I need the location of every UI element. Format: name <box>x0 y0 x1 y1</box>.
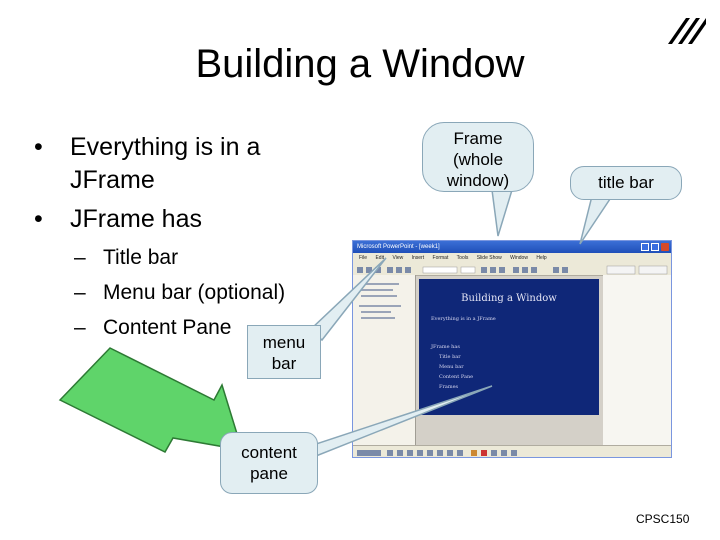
contentpane-callout-line: content <box>241 443 297 462</box>
contentpane-callout-line: pane <box>250 464 288 483</box>
logo-icon <box>666 14 708 48</box>
screenshot-slide-line: Menu bar <box>439 364 464 370</box>
maximize-icon <box>651 243 659 251</box>
screenshot-menu-bar: File Edit View Insert Format Tools Slide… <box>353 253 671 263</box>
menu-item: Help <box>536 255 547 261</box>
screenshot-slide-line: Everything is in a JFrame <box>431 316 496 322</box>
titlebar-callout-tail <box>579 195 614 245</box>
screenshot-slide-line: Frames <box>439 384 459 390</box>
screenshot-slide-line: Content Pane <box>439 374 474 380</box>
frame-callout-line: Frame <box>453 129 503 148</box>
screenshot-toolbar <box>353 263 671 276</box>
screenshot-drawing-toolbar <box>353 445 671 457</box>
contentpane-callout: content pane <box>220 432 318 494</box>
bullet-line-2: JFrame <box>70 166 155 194</box>
menu-item: Format <box>432 255 449 261</box>
menu-item: Window <box>510 255 528 261</box>
bullet-line-1: Everything is in a <box>70 133 261 161</box>
dash-glyph: – <box>74 281 86 304</box>
menu-item: View <box>392 255 404 261</box>
screenshot-title-text: Microsoft PowerPoint - [week1] <box>357 244 440 250</box>
menubar-callout: menu bar <box>247 325 321 379</box>
screenshot-slide: Building a Window Everything is in a JFr… <box>419 279 599 415</box>
menu-item: File <box>359 255 368 261</box>
drawing-toolbar-icons <box>357 450 517 456</box>
titlebar-callout: title bar <box>570 166 682 200</box>
menubar-callout-line: menu <box>262 333 306 352</box>
screenshot-slide-title: Building a Window <box>461 293 557 304</box>
course-footer: CPSC150 <box>636 512 690 526</box>
bullet-glyph: • <box>34 133 43 161</box>
screenshot-slide-line: Title bar <box>439 354 461 360</box>
screenshot-slide-line: JFrame has <box>431 344 460 350</box>
subbullet-3: Content Pane <box>103 316 232 339</box>
menubar-callout-tail <box>308 257 387 342</box>
page-title: Building a Window <box>195 42 525 86</box>
outline-lines <box>359 283 401 319</box>
menu-item: Insert <box>411 255 425 261</box>
frame-callout-tail <box>491 189 514 237</box>
screenshot-title-bar: Microsoft PowerPoint - [week1] <box>353 241 671 253</box>
close-icon <box>661 243 669 251</box>
powerpoint-screenshot: Microsoft PowerPoint - [week1] File Edit… <box>352 240 672 458</box>
dash-glyph: – <box>74 246 86 269</box>
menubar-callout-line: bar <box>271 354 297 373</box>
menu-item: Tools <box>456 255 469 261</box>
bullet-line-3: JFrame has <box>70 205 202 233</box>
subbullet-2: Menu bar (optional) <box>103 281 286 304</box>
menu-item: Slide Show <box>476 255 502 261</box>
frame-callout-line: window) <box>446 171 510 190</box>
menu-item: Edit <box>375 255 385 261</box>
frame-callout-line: (whole <box>452 150 504 169</box>
bullet-glyph: • <box>34 205 43 233</box>
screenshot-task-pane <box>603 275 671 445</box>
dash-glyph: – <box>74 316 86 339</box>
frame-callout: Frame (whole window) <box>422 122 534 192</box>
toolbar-icons <box>357 265 668 275</box>
green-arrow-icon <box>58 347 244 453</box>
contentpane-callout-tail <box>315 385 493 458</box>
subbullet-1: Title bar <box>103 246 179 269</box>
minimize-icon <box>641 243 649 251</box>
